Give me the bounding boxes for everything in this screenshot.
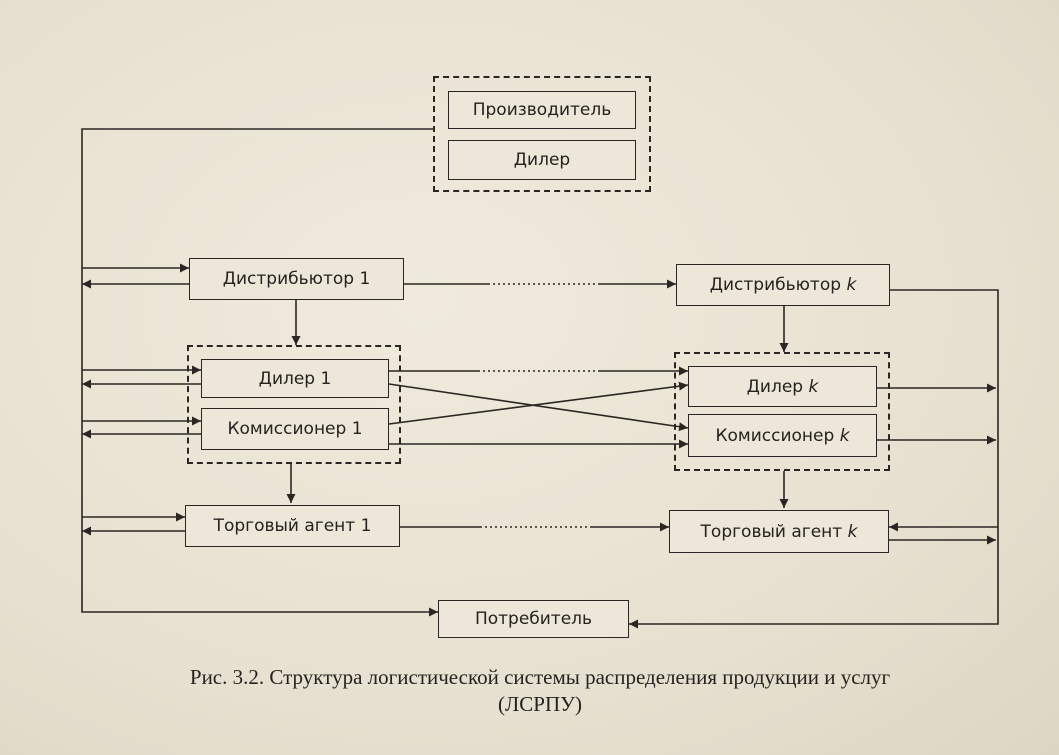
distributor-1-box: Дистрибьютор 1 xyxy=(189,258,404,300)
agent-k-label: Торговый агент k xyxy=(700,521,858,542)
dealer-commission-group-k xyxy=(674,352,890,471)
caption-line-2: (ЛСРПУ) xyxy=(498,692,582,716)
dealer-1-box: Дилер 1 xyxy=(201,359,389,398)
dealer-k-box: Дилер k xyxy=(688,366,877,407)
commission-k-label: Комиссионер k xyxy=(715,425,850,446)
consumer-label: Потребитель xyxy=(474,609,593,629)
agent-k-box: Торговый агент k xyxy=(669,510,889,553)
consumer-box: Потребитель xyxy=(438,600,629,638)
commission-k-box: Комиссионер k xyxy=(688,414,877,457)
figure-caption: Рис. 3.2. Структура логистической систем… xyxy=(40,664,1040,718)
connector-dealer-1-to-commission-k xyxy=(388,383,689,432)
connector-distributor-k-right xyxy=(629,289,999,629)
agent-1-box: Торговый агент 1 xyxy=(185,505,400,547)
dealer-box: Дилер xyxy=(448,140,636,180)
commission-1-box: Комиссионер 1 xyxy=(201,408,389,450)
commission-1-label: Комиссионер 1 xyxy=(227,419,363,439)
agent-1-label: Торговый агент 1 xyxy=(213,516,372,536)
distributor-k-label: Дистрибьютор k xyxy=(709,275,857,295)
distributor-1-label: Дистрибьютор 1 xyxy=(222,269,371,289)
dealer-1-label: Дилер 1 xyxy=(258,368,332,389)
distributor-k-box: Дистрибьютор k xyxy=(676,264,890,306)
producer-box: Производитель xyxy=(448,91,636,129)
caption-line-1: Рис. 3.2. Структура логистической систем… xyxy=(189,665,891,689)
producer-label: Производитель xyxy=(472,100,612,120)
producer-dealer-group xyxy=(433,76,651,192)
dealer-commission-group-1 xyxy=(187,345,401,464)
connector-commission-1-to-dealer-k xyxy=(388,381,689,425)
dealer-k-label: Дилер k xyxy=(746,376,819,397)
dealer-label: Дилер xyxy=(513,150,571,170)
